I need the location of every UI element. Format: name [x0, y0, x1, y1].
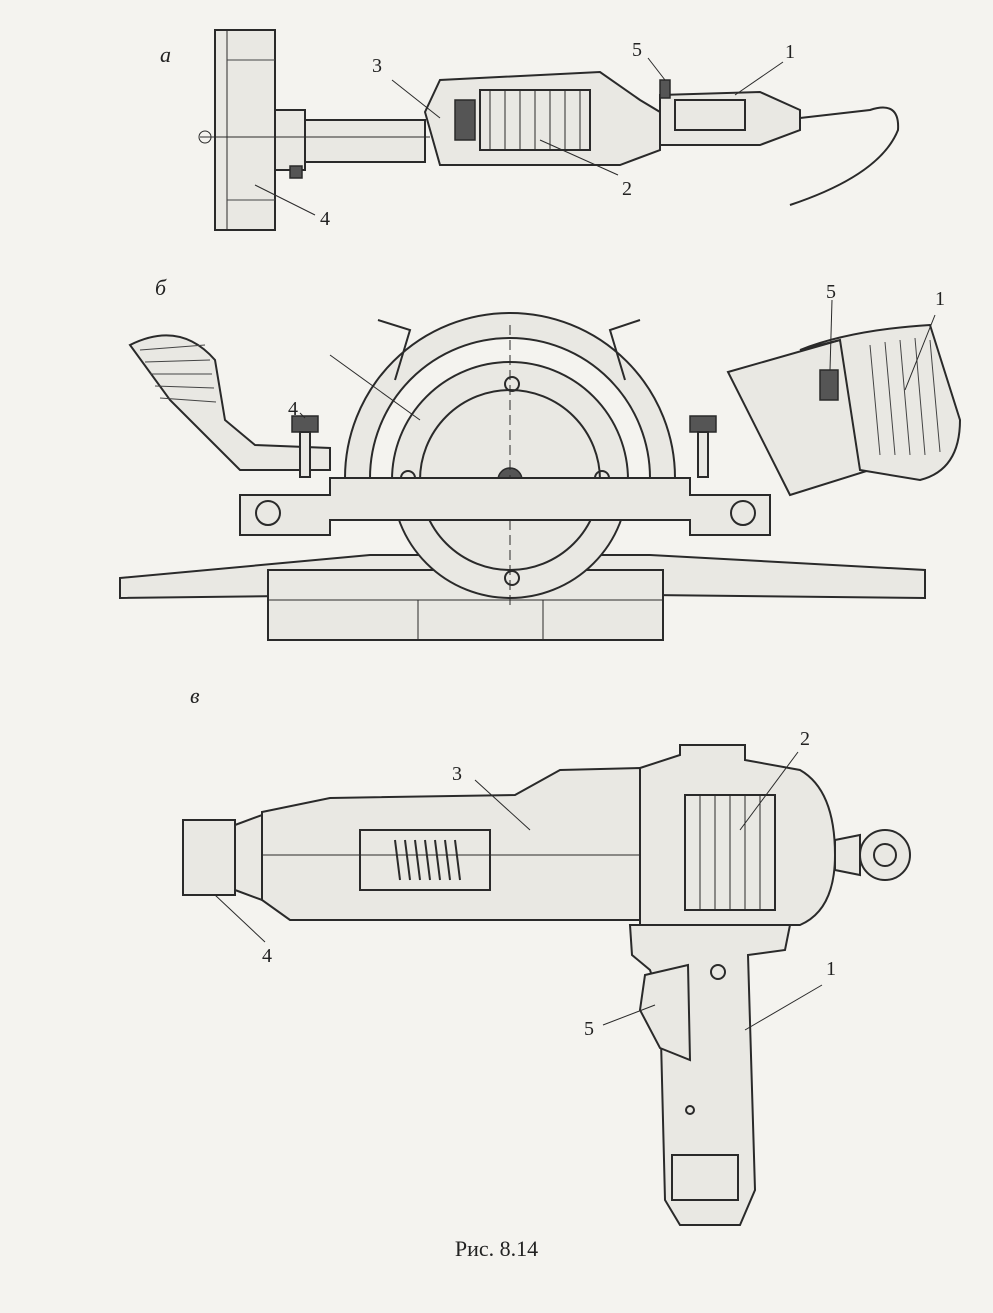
panel-c-callout-4: 4: [214, 894, 272, 967]
svg-text:4: 4: [320, 208, 330, 230]
panel-a-callout-2: 2: [539, 139, 632, 200]
panel-b-clamp-knob-left: [291, 415, 319, 478]
svg-text:2: 2: [800, 728, 810, 750]
panel-c-tool-head: [182, 813, 263, 902]
panel-a-letter: а: [160, 42, 171, 67]
panel-b-crossbar: [239, 477, 771, 536]
svg-text:5: 5: [584, 1018, 594, 1040]
svg-text:5: 5: [826, 281, 836, 303]
panel-b-callout-1: 1: [904, 288, 945, 391]
panel-c-rear-eye: [834, 829, 911, 881]
panel-c-callout-1: 1: [744, 958, 836, 1031]
panel-a-callout-5: 5: [632, 39, 666, 81]
panel-c: в: [182, 683, 911, 1226]
panel-b-callout-5: 5: [826, 281, 836, 371]
panel-c-callout-3: 3: [452, 763, 531, 831]
panel-b: б: [119, 275, 962, 641]
svg-text:3: 3: [372, 55, 382, 77]
panel-b-leader-unlabeled: [329, 354, 421, 421]
svg-text:2: 2: [622, 178, 632, 200]
svg-text:1: 1: [785, 41, 795, 63]
panel-a: а: [160, 29, 900, 231]
panel-a-power-cable: [789, 106, 900, 206]
panel-b-callout-4: 4: [288, 398, 306, 420]
panel-c-motor-section: [639, 744, 837, 926]
panel-b-motor-unit: [726, 323, 962, 497]
panel-a-callout-1: 1: [734, 41, 795, 96]
panel-a-handle: [659, 79, 801, 146]
svg-text:1: 1: [826, 958, 836, 980]
panel-a-callout-4: 4: [254, 184, 330, 230]
panel-c-callout-2: 2: [739, 728, 810, 831]
panel-c-pistol-grip: [628, 924, 792, 1226]
panel-a-spindle-housing: [198, 109, 430, 179]
panel-a-callout-3: 3: [372, 55, 441, 119]
svg-text:3: 3: [452, 763, 462, 785]
panel-c-letter: в: [190, 683, 200, 708]
panel-b-front-grip: [128, 334, 331, 471]
panel-c-barrel: [261, 766, 880, 921]
panel-a-grinding-wheel: [214, 29, 276, 231]
svg-text:4: 4: [262, 945, 272, 967]
svg-text:5: 5: [632, 39, 642, 61]
panel-c-callout-5: 5: [584, 1004, 656, 1040]
panel-b-clamp-knob-right: [689, 415, 717, 478]
figure-caption: Рис. 8.14: [454, 1236, 539, 1261]
panel-c-trigger: [638, 963, 692, 1062]
svg-text:1: 1: [935, 288, 945, 310]
svg-text:4: 4: [288, 398, 298, 420]
panel-a-motor-housing: [423, 70, 661, 166]
panel-b-letter: б: [155, 275, 167, 300]
